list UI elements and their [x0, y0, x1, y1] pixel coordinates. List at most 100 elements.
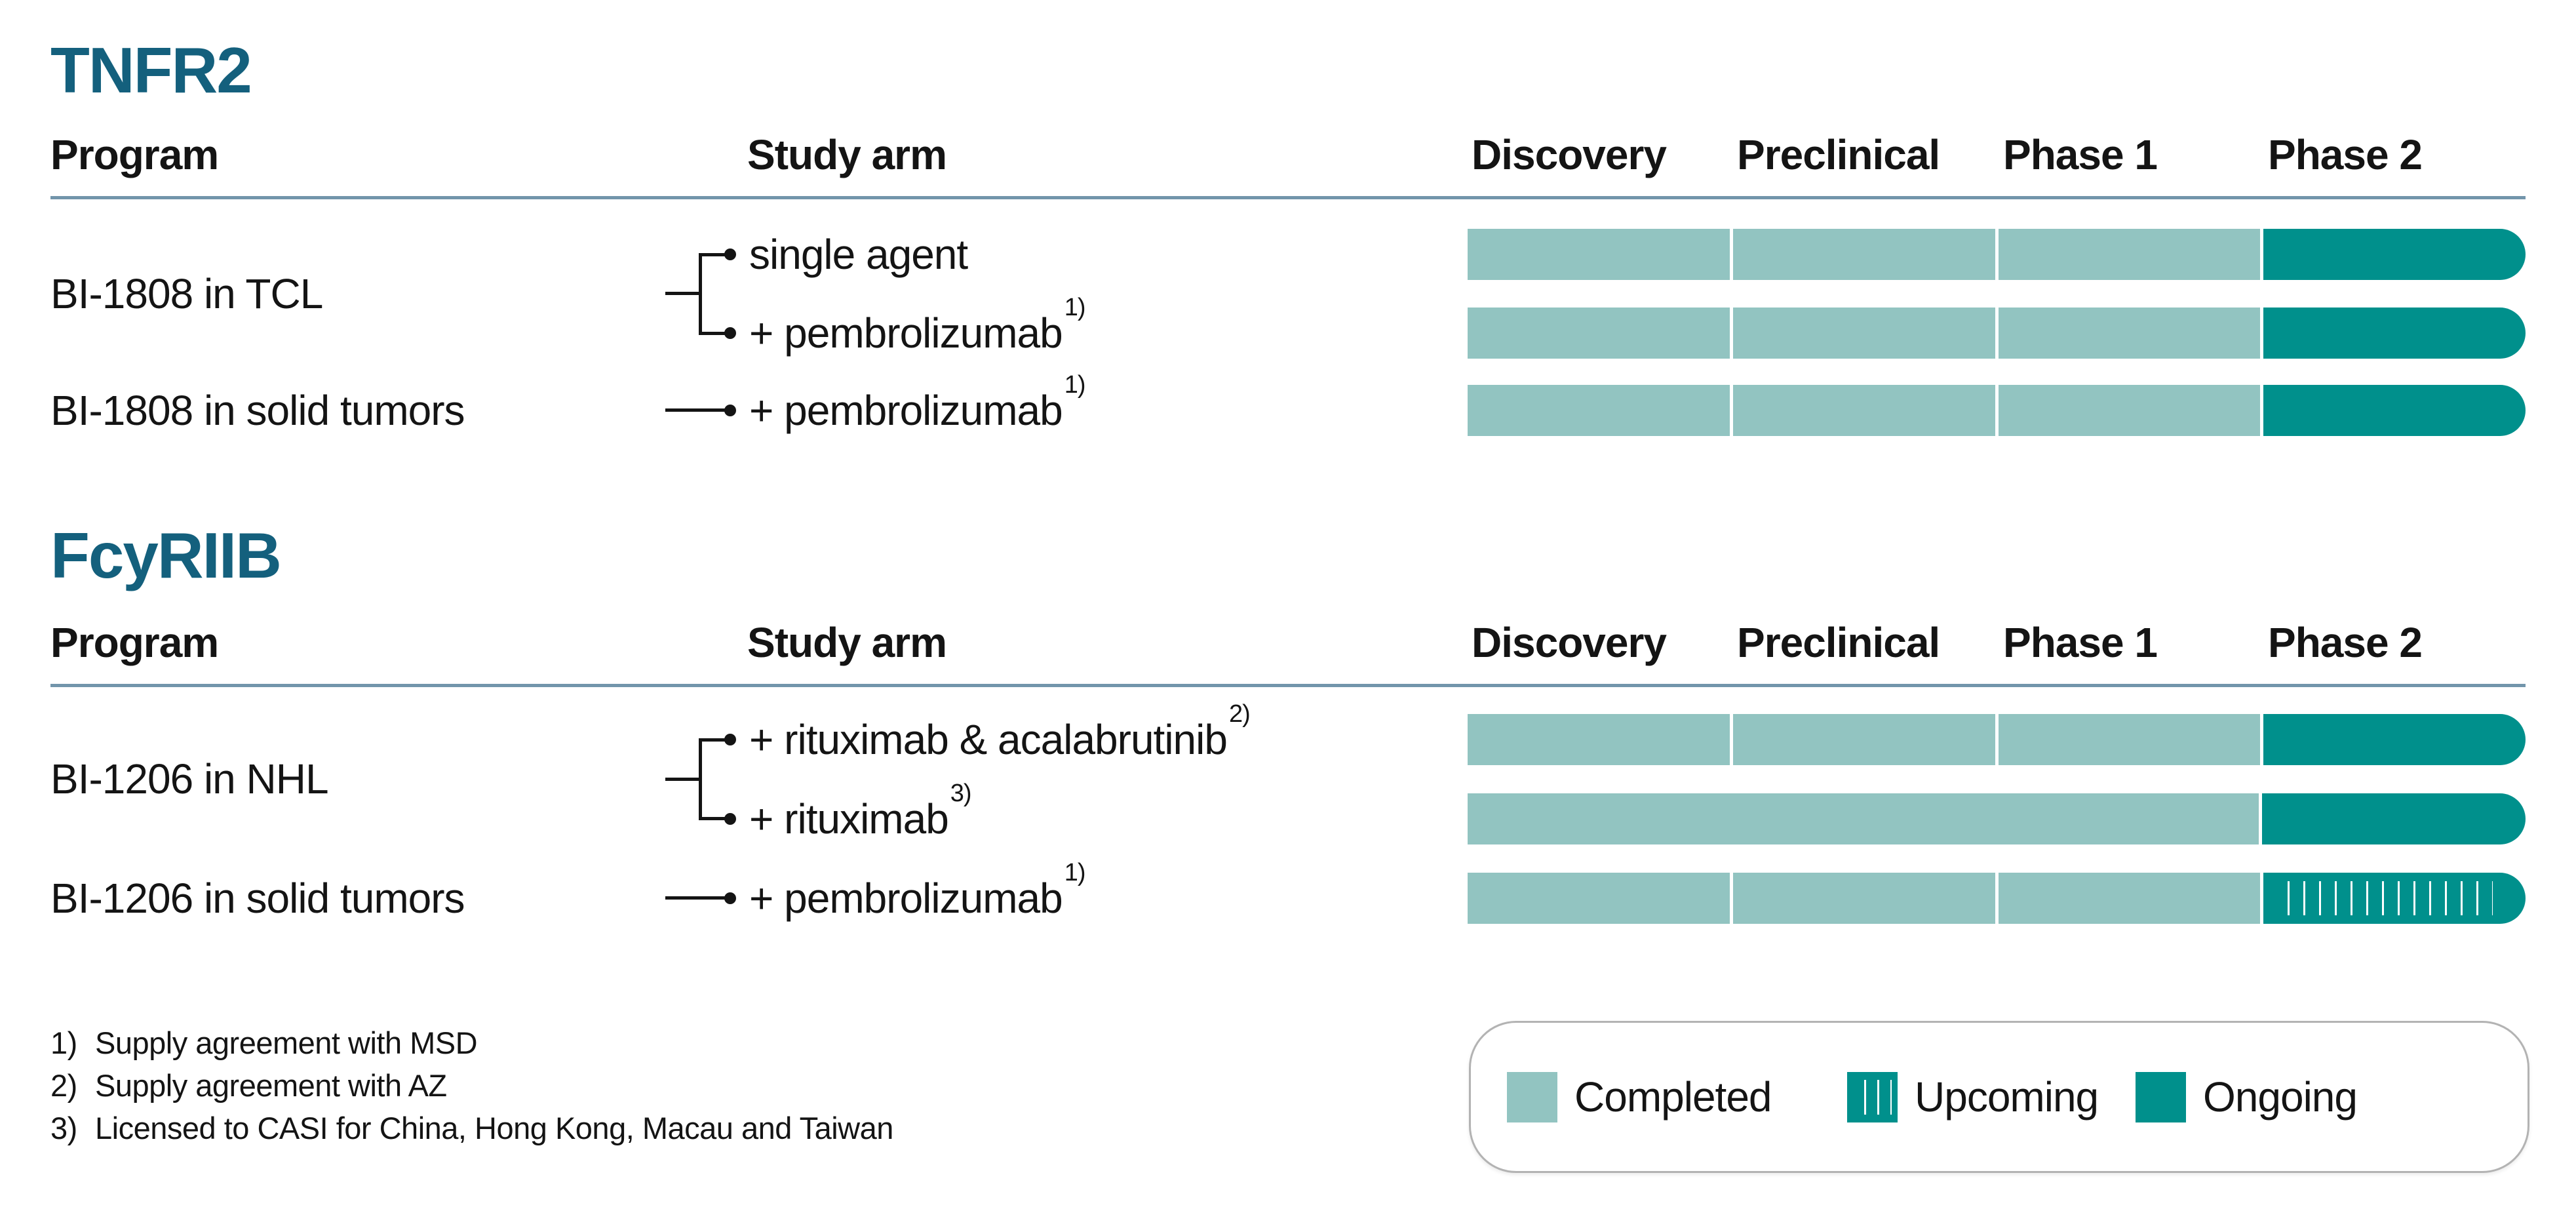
column-header-phase1: Phase 1	[2003, 131, 2158, 178]
footnote-number: 2)	[50, 1068, 77, 1103]
column-header-study-arm: Study arm	[747, 619, 947, 666]
bar-segment-completed	[1732, 308, 1995, 359]
legend-item-ongoing: Ongoing	[2136, 1023, 2358, 1171]
legend-label: Ongoing	[2203, 1073, 2358, 1121]
phase-progress-bar	[1468, 308, 2526, 359]
footnote-reference: 2)	[1228, 700, 1251, 728]
bar-segment-completed	[1468, 308, 1730, 359]
column-header-phase2: Phase 2	[2268, 619, 2423, 666]
column-header-preclinical: Preclinical	[1737, 131, 1940, 178]
section-title-tnfr2: TNFR2	[50, 34, 252, 106]
study-arm-text: + pembrolizumab	[749, 309, 1063, 357]
section-title-fcyriib: FcyRIIB	[50, 519, 282, 591]
bar-segment-completed	[1732, 714, 1995, 765]
bar-segment-completed	[1468, 714, 1730, 765]
connector-branch-line	[699, 253, 728, 256]
study-arm-label: + pembrolizumab1)	[749, 372, 1085, 437]
study-arm-text: + pembrolizumab	[749, 387, 1063, 434]
connector-dot	[724, 405, 736, 416]
study-arm-text: + rituximab	[749, 795, 949, 843]
bar-segment-completed	[1732, 385, 1995, 436]
column-header-discovery: Discovery	[1472, 131, 1667, 178]
bar-segment-completed	[1998, 714, 2261, 765]
program-label: BI-1206 in NHL	[50, 755, 329, 803]
study-arm-label: + pembrolizumab1)	[749, 860, 1085, 924]
bar-segment-upcoming	[2263, 873, 2526, 924]
column-header-preclinical: Preclinical	[1737, 619, 1940, 666]
footnote-reference: 1)	[1064, 370, 1086, 399]
connector-branch-line	[699, 738, 728, 742]
footnote: 3) Licensed to CASI for China, Hong Kong…	[50, 1107, 893, 1149]
bar-segment-ongoing	[2261, 793, 2526, 844]
footnote-number: 1)	[50, 1025, 77, 1060]
connector-stub-line	[665, 408, 728, 412]
bar-segment-completed	[1732, 873, 1995, 924]
study-arm-text: + pembrolizumab	[749, 875, 1063, 922]
legend-label: Completed	[1574, 1073, 1772, 1121]
completed-swatch-icon	[1507, 1071, 1557, 1122]
connector-dot	[724, 892, 736, 904]
legend-label: Upcoming	[1915, 1073, 2099, 1121]
bar-segment-completed	[1998, 873, 2261, 924]
connector-vertical-line	[699, 253, 702, 335]
bar-segment-completed	[1468, 385, 1730, 436]
connector-stub-line	[665, 292, 701, 295]
header-rule	[50, 196, 2526, 199]
connector-branch-line	[699, 332, 728, 335]
ongoing-swatch-icon	[2136, 1071, 2186, 1122]
study-arm-text: single agent	[749, 231, 968, 278]
footnote-text: Supply agreement with AZ	[95, 1068, 447, 1103]
footnote-reference: 1)	[1064, 293, 1086, 321]
footnote: 2) Supply agreement with AZ	[50, 1064, 447, 1107]
footnote-text: Licensed to CASI for China, Hong Kong, M…	[95, 1111, 893, 1145]
program-label: BI-1206 in solid tumors	[50, 875, 465, 922]
phase-progress-bar	[1468, 873, 2526, 924]
bar-segment-ongoing	[2263, 229, 2526, 280]
footnote-text: Supply agreement with MSD	[95, 1025, 478, 1060]
legend-item-completed: Completed	[1507, 1023, 1772, 1171]
bar-segment-completed	[1468, 229, 1730, 280]
bar-segment-completed	[1468, 793, 2259, 844]
phase-progress-bar	[1468, 229, 2526, 280]
connector-branch-line	[699, 817, 728, 820]
bar-segment-ongoing	[2263, 714, 2526, 765]
bar-segment-ongoing	[2263, 308, 2526, 359]
phase-progress-bar	[1468, 385, 2526, 436]
study-arm-label: + rituximab & acalabrutinib2)	[749, 702, 1251, 766]
connector-dot	[724, 248, 736, 260]
bar-segment-completed	[1732, 229, 1995, 280]
upcoming-swatch-icon	[1847, 1071, 1898, 1122]
legend-item-upcoming: Upcoming	[1847, 1023, 2099, 1171]
bar-segment-completed	[1998, 308, 2261, 359]
connector-vertical-line	[699, 738, 702, 820]
footnote-number: 3)	[50, 1111, 77, 1145]
legend: Completed Upcoming Ongoing	[1469, 1021, 2529, 1173]
connector-dot	[724, 327, 736, 339]
connector-stub-line	[665, 778, 701, 781]
column-header-program: Program	[50, 131, 219, 178]
bar-segment-completed	[1998, 229, 2261, 280]
connector-dot	[724, 734, 736, 745]
column-header-study-arm: Study arm	[747, 131, 947, 178]
footnote-reference: 3)	[950, 779, 972, 807]
connector-stub-line	[665, 896, 728, 900]
connector-dot	[724, 813, 736, 825]
header-rule	[50, 684, 2526, 687]
footnote: 1) Supply agreement with MSD	[50, 1022, 478, 1064]
column-header-phase1: Phase 1	[2003, 619, 2158, 666]
study-arm-label: single agent	[749, 228, 969, 281]
column-header-program: Program	[50, 619, 219, 666]
column-header-phase2: Phase 2	[2268, 131, 2423, 178]
bar-segment-completed	[1998, 385, 2261, 436]
study-arm-label: + pembrolizumab1)	[749, 295, 1085, 359]
column-header-discovery: Discovery	[1472, 619, 1667, 666]
bar-segment-ongoing	[2263, 385, 2526, 436]
study-arm-label: + rituximab3)	[749, 781, 972, 845]
program-label: BI-1808 in TCL	[50, 270, 323, 317]
bar-segment-completed	[1468, 873, 1730, 924]
footnote-reference: 1)	[1064, 858, 1086, 886]
program-label: BI-1808 in solid tumors	[50, 387, 465, 434]
study-arm-text: + rituximab & acalabrutinib	[749, 716, 1228, 763]
phase-progress-bar	[1468, 714, 2526, 765]
